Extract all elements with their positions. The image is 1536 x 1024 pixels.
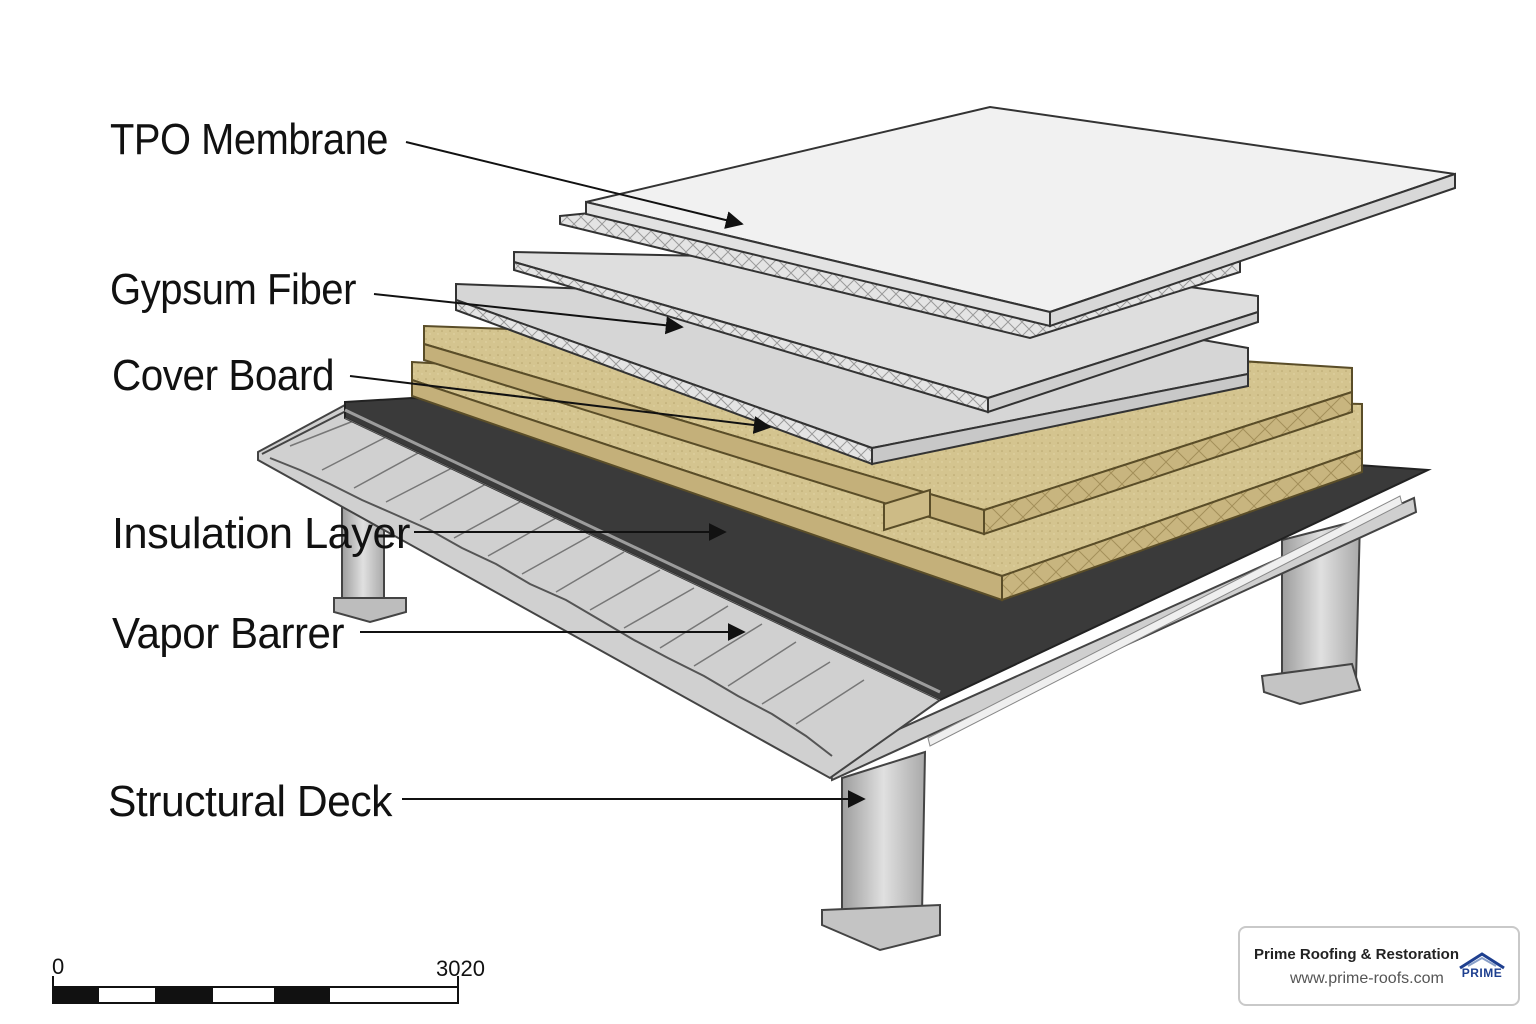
label-structural-deck: Structural Deck (108, 777, 393, 826)
leader-gypsum-fiber (373, 293, 684, 335)
scale-bar-segment (53, 987, 99, 1003)
scale-bar-start: 0 (52, 954, 64, 979)
leader-tpo-membrane (405, 141, 744, 229)
label-tpo-membrane: TPO Membrane (110, 115, 388, 164)
structural-deck (257, 403, 942, 780)
label-vapor-barrier: Vapor Barrer (112, 609, 344, 658)
label-gypsum-fiber: Gypsum Fiber (110, 265, 356, 314)
scale-bar-segment (274, 987, 330, 1003)
brand-company-name: Prime Roofing & Restoration (1254, 946, 1460, 963)
scale-bar: 0 3020 (52, 954, 485, 1004)
leader-lines (349, 141, 866, 808)
label-insulation-layer: Insulation Layer (112, 509, 410, 558)
scale-bar-segment (155, 987, 213, 1003)
steel-column-front (821, 750, 941, 952)
leader-cover-board (349, 375, 772, 434)
brand-logo-text: PRIME (1461, 966, 1503, 980)
scale-bar-end: 3020 (436, 956, 485, 981)
brand-website: www.prime-roofs.com (1290, 970, 1444, 987)
house-logo-icon (1459, 952, 1505, 970)
brand-card: Prime Roofing & Restoration www.prime-ro… (1238, 926, 1520, 1006)
tpo-membrane (585, 105, 1456, 328)
label-cover-board: Cover Board (112, 351, 334, 400)
